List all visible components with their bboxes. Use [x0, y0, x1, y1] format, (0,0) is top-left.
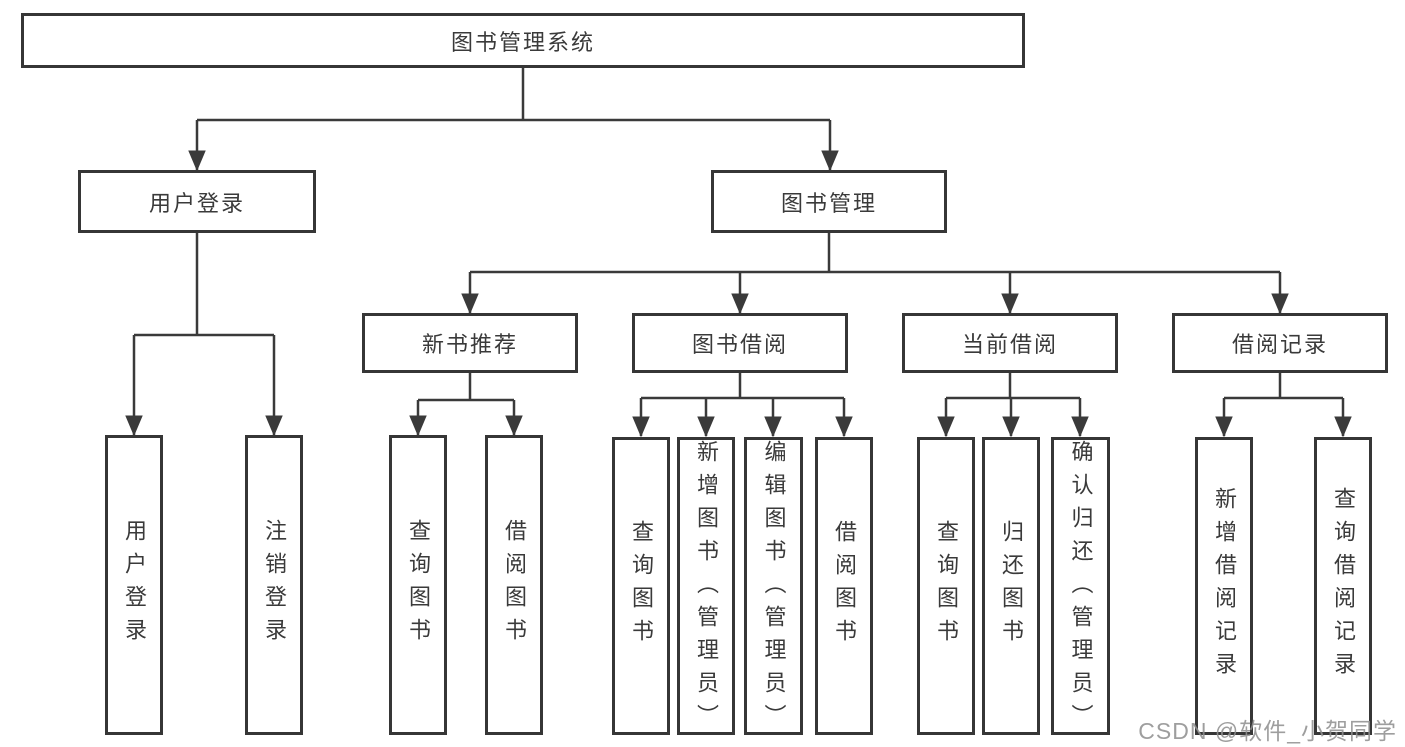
node-book-management-label: 图书管理 [780, 190, 877, 216]
leaf-add-borrow-record: 新增借阅记录 [1195, 437, 1253, 735]
leaf-query-books-3: 查询图书 [917, 437, 975, 735]
leaf-user-login: 用户登录 [105, 435, 163, 735]
node-new-book-recommend: 新书推荐 [362, 313, 578, 373]
leaf-edit-book-admin-label: 编辑图书（管理员） [761, 440, 787, 737]
leaf-user-login-label: 用户登录 [122, 519, 147, 651]
leaf-query-borrow-record-label: 查询借阅记录 [1331, 487, 1356, 685]
node-current-borrow: 当前借阅 [902, 313, 1118, 373]
leaf-query-borrow-record: 查询借阅记录 [1314, 437, 1372, 735]
leaf-edit-book-admin: 编辑图书（管理员） [744, 437, 803, 737]
node-borrow-records: 借阅记录 [1172, 313, 1388, 373]
node-book-management: 图书管理 [711, 170, 947, 233]
leaf-return-books-label: 归还图书 [999, 520, 1024, 652]
leaf-add-borrow-record-label: 新增借阅记录 [1212, 487, 1237, 685]
node-new-book-recommend-label: 新书推荐 [421, 332, 518, 357]
leaf-borrow-books-2-label: 借阅图书 [832, 520, 857, 652]
leaf-confirm-return-admin: 确认归还（管理员） [1051, 437, 1110, 737]
node-user-login-label: 用户登录 [148, 190, 245, 216]
node-root-label: 图书管理系统 [450, 29, 595, 55]
leaf-add-book-admin-label: 新增图书（管理员） [694, 440, 719, 737]
node-current-borrow-label: 当前借阅 [961, 332, 1058, 357]
leaf-borrow-books-1: 借阅图书 [485, 435, 543, 735]
leaf-confirm-return-admin-label: 确认归还（管理员） [1068, 440, 1094, 737]
node-book-borrow-label: 图书借阅 [691, 332, 788, 357]
leaf-query-books-3-label: 查询图书 [934, 520, 959, 652]
connector-book-management [461, 233, 1289, 315]
leaf-query-books-1-label: 查询图书 [406, 519, 431, 651]
connector-current-borrow [937, 373, 1089, 438]
node-borrow-records-label: 借阅记录 [1231, 332, 1328, 357]
leaf-query-books-1: 查询图书 [389, 435, 447, 735]
connector-root [188, 68, 839, 172]
connector-new-book-recommend [409, 373, 523, 437]
leaf-borrow-books-1-label: 借阅图书 [502, 519, 527, 651]
node-root: 图书管理系统 [21, 13, 1025, 68]
leaf-logout-label: 注销登录 [262, 519, 287, 651]
leaf-borrow-books-2: 借阅图书 [815, 437, 873, 735]
node-book-borrow: 图书借阅 [632, 313, 848, 373]
leaf-query-books-2-label: 查询图书 [629, 520, 654, 652]
csdn-watermark: CSDN @软件_小贺同学 [1138, 718, 1397, 744]
node-user-login: 用户登录 [78, 170, 316, 233]
leaf-logout: 注销登录 [245, 435, 303, 735]
connector-user-login [125, 233, 283, 437]
leaf-return-books: 归还图书 [982, 437, 1040, 735]
leaf-query-books-2: 查询图书 [612, 437, 670, 735]
connector-book-borrow [632, 373, 853, 438]
leaf-add-book-admin: 新增图书（管理员） [677, 437, 735, 737]
connector-borrow-records [1215, 373, 1352, 438]
